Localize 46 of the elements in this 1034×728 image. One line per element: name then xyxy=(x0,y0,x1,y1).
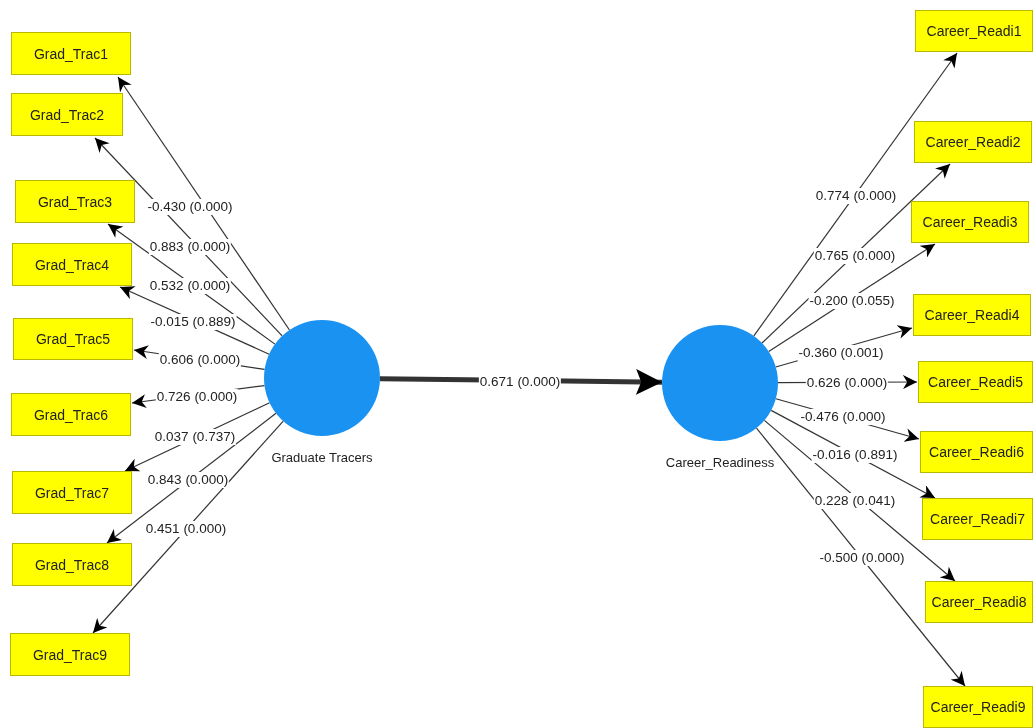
arrow xyxy=(761,163,951,344)
construct-label: Career_Readiness xyxy=(665,455,775,470)
edge-label: 0.626 (0.000) xyxy=(805,375,889,391)
indicator-box: Grad_Trac5 xyxy=(13,318,133,360)
arrow xyxy=(106,412,277,544)
edge-label: 0.532 (0.000) xyxy=(148,278,232,294)
indicator-box: Career_Readi8 xyxy=(925,581,1033,623)
indicator-box: Grad_Trac1 xyxy=(11,32,131,75)
indicator-box: Grad_Trac2 xyxy=(11,93,123,136)
indicator-box: Grad_Trac4 xyxy=(12,243,132,286)
edge-label: 0.774 (0.000) xyxy=(814,188,898,204)
indicator-box: Career_Readi3 xyxy=(911,201,1029,243)
indicator-box: Career_Readi1 xyxy=(915,10,1033,52)
indicator-box: Career_Readi4 xyxy=(913,294,1031,336)
indicator-box: Grad_Trac8 xyxy=(12,543,132,586)
edge-label: -0.200 (0.055) xyxy=(808,293,896,309)
indicator-box: Career_Readi6 xyxy=(920,431,1033,473)
construct-label: Graduate Tracers xyxy=(271,450,373,465)
indicator-box: Career_Readi2 xyxy=(914,121,1032,163)
edge-label: 0.765 (0.000) xyxy=(813,248,897,264)
arrow xyxy=(753,52,958,337)
indicator-box: Career_Readi7 xyxy=(922,498,1033,540)
indicator-box: Career_Readi5 xyxy=(918,361,1033,403)
edge-label: 0.883 (0.000) xyxy=(148,239,232,255)
edge-label: -0.360 (0.001) xyxy=(797,345,885,361)
indicator-box: Career_Readi9 xyxy=(923,686,1033,728)
arrow xyxy=(117,76,291,331)
indicator-box: Grad_Trac9 xyxy=(10,633,130,676)
edge-label: 0.228 (0.041) xyxy=(813,493,897,509)
edge-label: -0.500 (0.000) xyxy=(818,550,906,566)
edge-label: -0.016 (0.891) xyxy=(811,447,899,463)
edge-label: 0.843 (0.000) xyxy=(146,472,230,488)
indicator-box: Grad_Trac7 xyxy=(12,471,132,514)
arrow xyxy=(763,419,956,582)
edge-label: -0.015 (0.889) xyxy=(149,314,237,330)
edge-label: 0.726 (0.000) xyxy=(155,389,239,405)
arrow xyxy=(755,427,966,687)
edge-label: 0.671 (0.000) xyxy=(478,374,562,390)
edge-label: -0.430 (0.000) xyxy=(146,199,234,215)
edge-label: 0.037 (0.737) xyxy=(153,429,237,445)
edge-label: -0.476 (0.000) xyxy=(799,409,887,425)
edge-label: 0.451 (0.000) xyxy=(144,521,228,537)
edge-label: 0.606 (0.000) xyxy=(158,352,242,368)
indicator-box: Grad_Trac3 xyxy=(15,180,135,223)
indicator-box: Grad_Trac6 xyxy=(11,393,131,436)
arrow xyxy=(92,420,284,634)
